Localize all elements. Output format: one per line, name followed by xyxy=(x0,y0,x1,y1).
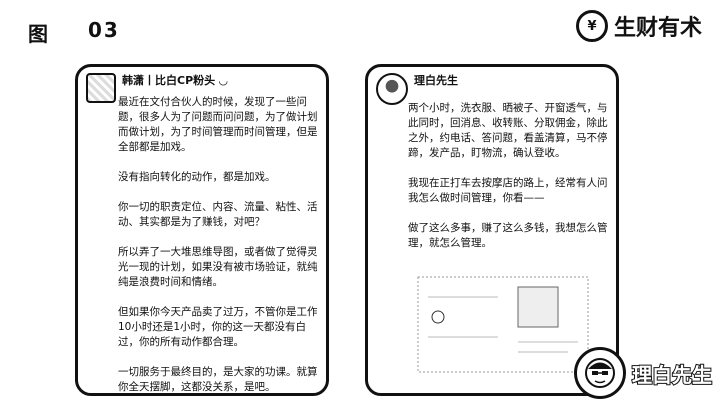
left-author-name: 韩潇丨比白CP粉头 ◡ xyxy=(122,74,228,87)
brand-top-name: 生财有术 xyxy=(613,16,702,41)
brand-top: ¥ 生财有术 xyxy=(575,10,702,42)
right-author-name: 理白先生 xyxy=(414,74,458,87)
figure-number: 03 xyxy=(88,18,120,42)
left-post-header: 韩潇丨比白CP粉头 ◡ xyxy=(78,67,326,103)
brand-bottom: 理白先生 xyxy=(574,347,713,399)
avatar xyxy=(376,73,408,105)
right-post-header: 理白先生 xyxy=(368,67,616,105)
avatar xyxy=(86,73,116,103)
right-post-text: 两个小时，洗衣服、晒被子、开窗透气，与此同时，回消息、收转账、分取佣金，除此之外… xyxy=(408,102,608,249)
embedded-screenshot-icon xyxy=(417,276,589,373)
author-face-icon xyxy=(574,347,626,399)
brand-logo-icon: ¥ xyxy=(575,10,608,42)
brand-bottom-name: 理白先生 xyxy=(631,362,713,388)
left-post-text: 最近在文付合伙人的时候，发现了一些问题，很多人为了问题而问问题，为了做计划而做计… xyxy=(118,96,318,393)
right-post-card: 理白先生 两个小时，洗衣服、晒被子、开窗透气，与此同时，回消息、收转账、分取佣金… xyxy=(365,64,619,396)
figure-label: 图 xyxy=(28,22,50,46)
left-post-card: 韩潇丨比白CP粉头 ◡ 最近在文付合伙人的时候，发现了一些问题，很多人为了问题而… xyxy=(75,64,329,396)
